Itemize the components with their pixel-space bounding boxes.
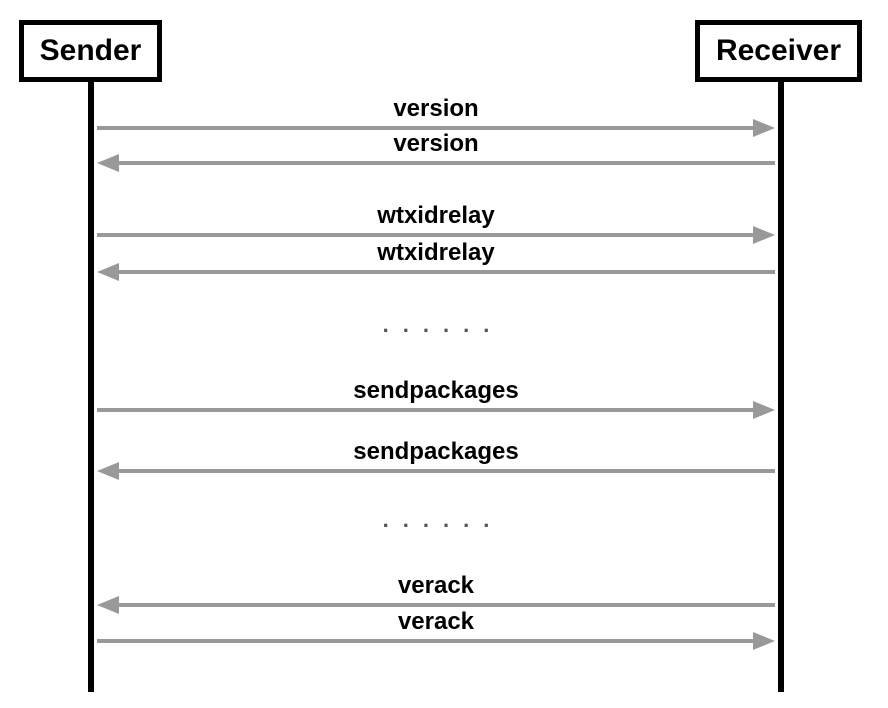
actor-label-sender: Sender	[39, 34, 142, 67]
arrow-head-left-icon	[97, 154, 119, 172]
arrow-right-verack	[97, 632, 775, 650]
arrow-shaft	[97, 233, 757, 237]
message-label-verack-to-sender: verack	[397, 572, 475, 599]
arrow-head-right-icon	[753, 119, 775, 137]
arrow-shaft	[115, 270, 775, 274]
lifeline-receiver	[778, 82, 784, 692]
message-label-sendpackages-to-receiver: sendpackages	[353, 377, 519, 404]
arrow-shaft	[115, 161, 775, 165]
arrow-head-right-icon	[753, 401, 775, 419]
arrow-head-left-icon	[97, 462, 119, 480]
arrow-shaft	[97, 639, 757, 643]
arrow-head-right-icon	[753, 226, 775, 244]
message-label-wtxidrelay-to-sender: wtxidrelay	[377, 239, 495, 266]
arrow-right-wtxidrelay	[97, 226, 775, 244]
arrow-shaft	[97, 126, 757, 130]
actor-box-receiver: Receiver	[695, 20, 862, 82]
arrow-right-sendpackages	[97, 401, 775, 419]
ellipsis-separator-2: ......	[382, 507, 504, 532]
message-label-wtxidrelay-to-receiver: wtxidrelay	[377, 202, 495, 229]
message-label-version-to-sender: version	[393, 130, 479, 157]
message-label-version-to-receiver: version	[393, 95, 479, 122]
message-label-sendpackages-to-sender: sendpackages	[353, 438, 519, 465]
arrow-head-right-icon	[753, 632, 775, 650]
arrow-head-left-icon	[97, 596, 119, 614]
actor-label-receiver: Receiver	[715, 34, 842, 67]
arrow-shaft	[115, 603, 775, 607]
arrow-left-version	[97, 154, 775, 172]
arrow-left-sendpackages	[97, 462, 775, 480]
arrow-left-wtxidrelay	[97, 263, 775, 281]
arrow-left-verack	[97, 596, 775, 614]
actor-box-sender: Sender	[19, 20, 162, 82]
ellipsis-separator-1: ......	[382, 312, 504, 337]
lifeline-sender	[88, 82, 94, 692]
arrow-head-left-icon	[97, 263, 119, 281]
message-label-verack-to-receiver: verack	[397, 608, 475, 635]
arrow-right-version	[97, 119, 775, 137]
arrow-shaft	[115, 469, 775, 473]
arrow-shaft	[97, 408, 757, 412]
